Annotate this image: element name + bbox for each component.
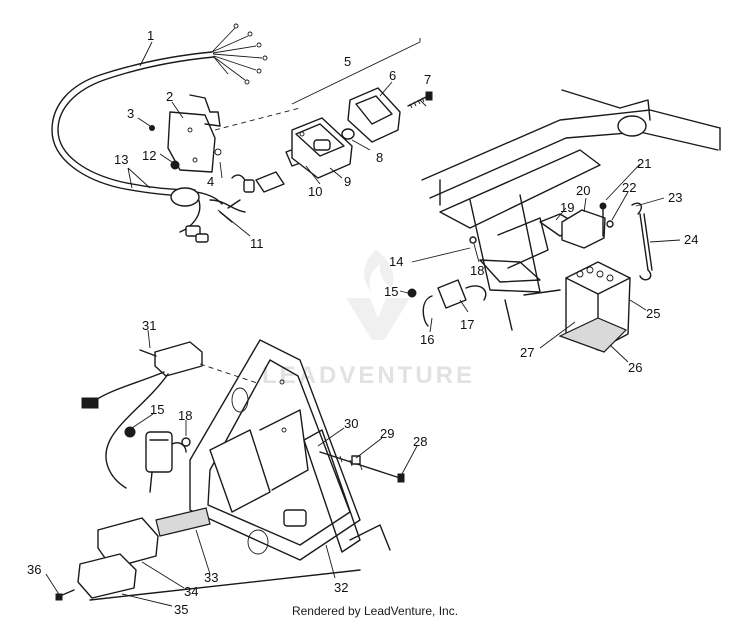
callout-22: 22 xyxy=(622,180,636,195)
callout-4: 4 xyxy=(207,174,214,189)
callout-16: 16 xyxy=(420,332,434,347)
frame-assembly xyxy=(421,89,721,331)
callout-20: 20 xyxy=(576,183,590,198)
watermark-text: LEADVENTURE xyxy=(262,362,475,389)
callout-32: 32 xyxy=(334,580,348,595)
callout-labels: 1 2 3 4 5 6 7 8 9 10 11 12 13 14 15 16 1… xyxy=(27,28,698,617)
part-18b-washer xyxy=(181,437,191,447)
callout-27: 27 xyxy=(520,345,534,360)
part-2-bracket xyxy=(167,94,221,173)
part-20-cover xyxy=(561,209,606,249)
callout-7: 7 xyxy=(424,72,431,87)
part-35-cover xyxy=(77,553,137,599)
part-18-washer xyxy=(469,236,477,244)
callout-10: 10 xyxy=(308,184,322,199)
callout-28: 28 xyxy=(413,434,427,449)
callout-26: 26 xyxy=(628,360,642,375)
part-15-nut xyxy=(407,288,417,298)
callout-19: 19 xyxy=(560,200,574,215)
callout-15: 15 xyxy=(384,284,398,299)
callout-21: 21 xyxy=(637,156,651,171)
callout-17: 17 xyxy=(460,317,474,332)
part-coil xyxy=(145,431,187,493)
callout-5-bracket xyxy=(291,38,421,105)
callout-15b: 15 xyxy=(150,402,164,417)
callout-11: 11 xyxy=(250,236,264,251)
part-33-plate xyxy=(155,507,211,537)
callout-12: 12 xyxy=(142,148,156,163)
wiring-harness xyxy=(51,23,268,243)
callout-8: 8 xyxy=(376,150,383,165)
callout-30: 30 xyxy=(344,416,358,431)
watermark-logo-icon xyxy=(346,250,410,340)
callout-1: 1 xyxy=(147,28,154,43)
callout-18: 18 xyxy=(470,263,484,278)
part-28-bolt xyxy=(319,451,405,483)
watermark: LEADVENTURE xyxy=(262,250,475,389)
part-22-nut xyxy=(606,220,614,228)
callout-5: 5 xyxy=(344,54,351,69)
part-4-washer xyxy=(214,148,222,156)
callout-13: 13 xyxy=(114,152,128,167)
callout-18b: 18 xyxy=(178,408,192,423)
callout-2: 2 xyxy=(166,89,173,104)
callout-9: 9 xyxy=(344,174,351,189)
part-6-lens xyxy=(347,87,401,143)
callout-25: 25 xyxy=(646,306,660,321)
callout-23: 23 xyxy=(668,190,682,205)
bottom-panel-assembly xyxy=(89,339,391,601)
part-24-cable xyxy=(631,202,653,281)
part-31-cdi xyxy=(81,341,203,489)
callout-14: 14 xyxy=(389,254,403,269)
part-8-bulb xyxy=(341,128,355,140)
callout-29: 29 xyxy=(380,426,394,441)
callout-6: 6 xyxy=(389,68,396,83)
footer: Rendered by LeadVenture, Inc. xyxy=(0,604,750,618)
part-26-tray xyxy=(558,317,628,353)
leader-lines xyxy=(45,41,681,607)
callout-33: 33 xyxy=(204,570,218,585)
callout-3: 3 xyxy=(127,106,134,121)
part-17-relay xyxy=(422,279,487,327)
part-12-nut xyxy=(170,160,180,170)
callout-31: 31 xyxy=(142,318,156,333)
part-15b-nut xyxy=(124,426,136,438)
part-7-screw xyxy=(407,91,433,109)
callout-36: 36 xyxy=(27,562,41,577)
part-3-screw xyxy=(149,125,155,131)
part-9-tail-light xyxy=(291,117,353,179)
callout-34: 34 xyxy=(184,584,198,599)
callout-35: 35 xyxy=(174,602,188,617)
callout-24: 24 xyxy=(684,232,698,247)
footer-text: Rendered by LeadVenture, Inc. xyxy=(291,604,459,618)
